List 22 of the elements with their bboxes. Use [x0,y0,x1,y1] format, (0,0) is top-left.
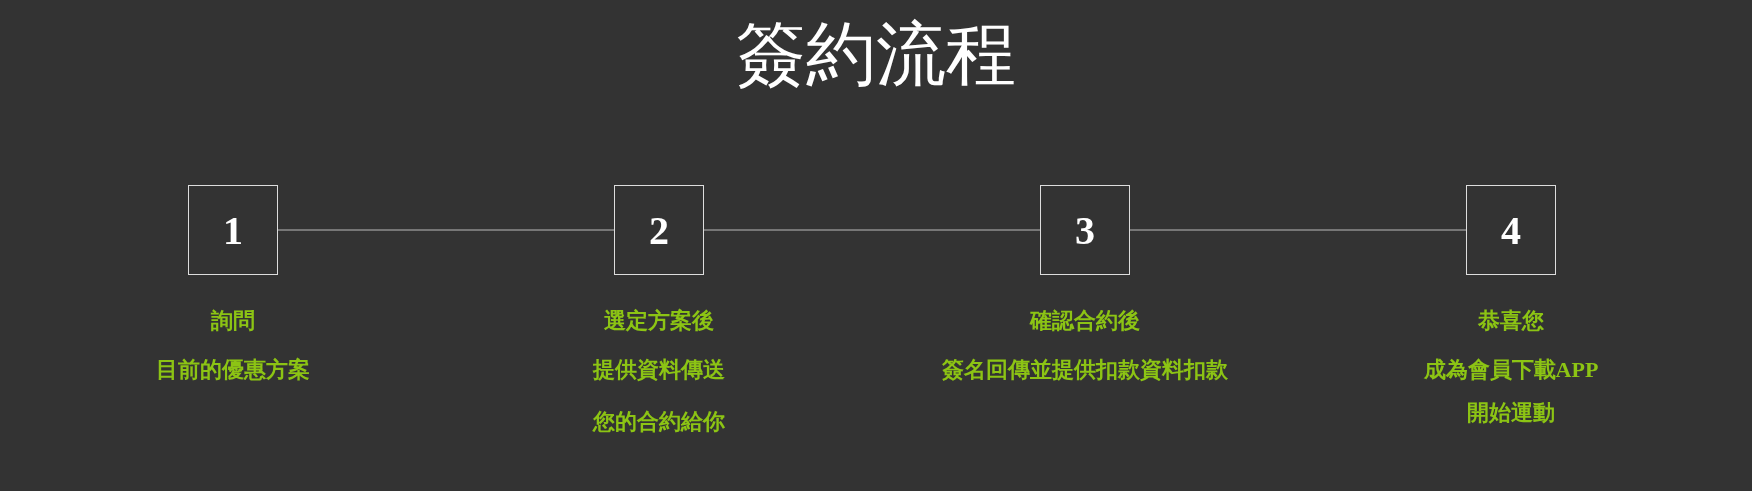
step-box [1466,185,1556,275]
step-description: 成為會員下載APP [1422,356,1600,384]
step-box [1040,185,1130,275]
connector-line [277,229,615,231]
step-number: 3 [1075,206,1095,254]
step-description: 簽名回傳並提供扣款資料扣款 [941,356,1229,384]
step-description: 您的合約給你 [591,408,726,436]
step-description: 確認合約後 [1028,307,1141,335]
step-description: 開始運動 [1466,399,1556,427]
step-box [614,185,704,275]
step-description: 目前的優惠方案 [155,356,311,384]
step-description: 選定方案後 [603,307,715,335]
step-description: 恭喜您 [1477,307,1545,335]
connector-line [1129,229,1467,231]
step-box [188,185,278,275]
step-description: 詢問 [210,307,256,335]
step-number: 2 [649,206,669,254]
step-number: 1 [223,206,243,254]
step-number: 4 [1501,206,1521,254]
connector-line [703,229,1041,231]
title: 簽約流程 [735,12,1017,97]
step-description: 提供資料傳送 [591,356,726,384]
